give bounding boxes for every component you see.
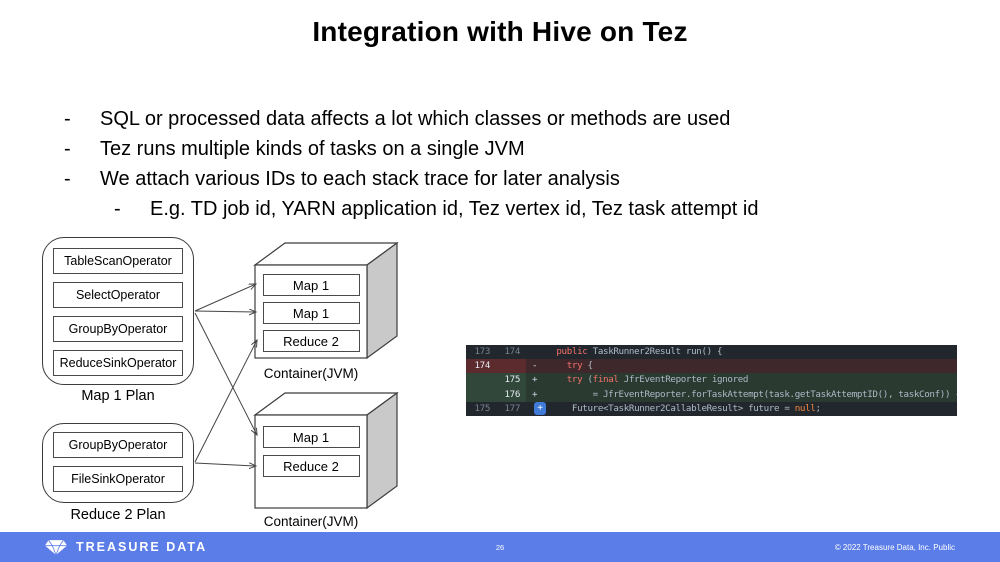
diff-code-line: try (final JfrEventReporter ignored [566,374,749,386]
diff-code-line: = JfrEventReporter.forTaskAttempt(task.g… [546,388,957,400]
container2-label: Container(JVM) [263,514,359,529]
bullet-text: E.g. TD job id, YARN application id, Tez… [150,198,759,220]
diff-line-number-old: 173 [474,346,490,357]
footer: TREASURE DATA 26 © 2022 Treasure Data, I… [0,532,1000,562]
diff-line-number-new: 174 [504,346,520,357]
bullet-dash: - [64,138,71,160]
task-box: Reduce 2 [262,455,360,477]
container2-tasks: Map 1 Reduce 2 [255,415,367,477]
diff-line-number-new: 176 [496,387,526,402]
diff-marker: + [532,388,538,400]
diff-marker: + [526,402,546,416]
diff-marker: + [532,374,538,386]
operator-box: GroupByOperator [53,432,183,458]
diff-line-number-old [466,387,496,402]
bullet-item: - Tez runs multiple kinds of tasks on a … [0,134,1000,164]
diff-row: 174 - try { [466,359,957,374]
diff-line-number-new: 177 [504,402,520,414]
diff-marker: - [532,360,538,372]
diff-row: 175 + try (final JfrEventReporter ignored [466,373,957,388]
treasure-data-gem-icon [44,539,68,555]
bullet-dash: - [64,168,71,190]
operator-box: ReduceSinkOperator [53,350,183,376]
map1-plan-label: Map 1 Plan [81,388,155,404]
operator-box: TableScanOperator [53,248,183,274]
brand: TREASURE DATA [0,539,207,556]
bullet-text: We attach various IDs to each stack trac… [100,168,620,190]
bullet-text: SQL or processed data affects a lot whic… [100,108,731,130]
bullet-dash: - [64,108,71,130]
operator-box: FileSinkOperator [53,466,183,492]
diff-line-number-old: 174 [466,359,496,374]
diff-code-line: public TaskRunner2Result run() { [556,346,723,357]
brand-name: TREASURE DATA [76,540,208,554]
diff-line-number-new [496,359,526,374]
operator-box: GroupByOperator [53,316,183,342]
page-title: Integration with Hive on Tez [312,16,688,47]
diff-code-line: try { [566,360,593,372]
diff-row: 175 177 + Future<TaskRunner2CallableResult… [466,402,957,416]
copyright-text: © 2022 Treasure Data, Inc. Public [834,542,955,552]
container1-label: Container(JVM) [263,366,359,381]
task-box: Map 1 [262,274,360,296]
diff-row: 173 174 public TaskRunner2Result run() { [466,345,957,359]
diff-line-number-old [466,373,496,388]
diff-row: 176 + = JfrEventReporter.forTaskAttempt(t… [466,387,957,402]
expand-diff-button[interactable]: + [534,402,546,416]
page-number: 26 [495,542,505,552]
reduce2-plan-label: Reduce 2 Plan [70,507,166,523]
task-box: Map 1 [262,302,360,324]
bullet-subitem: - E.g. TD job id, YARN application id, T… [0,194,1000,224]
task-box: Reduce 2 [262,330,360,352]
diff-code-line: Future<TaskRunner2CallableResult> future… [546,402,821,414]
operator-box: SelectOperator [53,282,183,308]
bullet-dash: - [114,198,121,220]
bullet-list: - SQL or processed data affects a lot wh… [0,104,1000,224]
bullet-item: - We attach various IDs to each stack tr… [0,164,1000,194]
diff-line-number-old: 175 [474,402,490,414]
container1-tasks: Map 1 Map 1 Reduce 2 [255,265,367,352]
diff-line-number-new: 175 [496,373,526,388]
bullet-item: - SQL or processed data affects a lot wh… [0,104,1000,134]
task-box: Map 1 [262,426,360,448]
bullet-text: Tez runs multiple kinds of tasks on a si… [100,138,525,160]
